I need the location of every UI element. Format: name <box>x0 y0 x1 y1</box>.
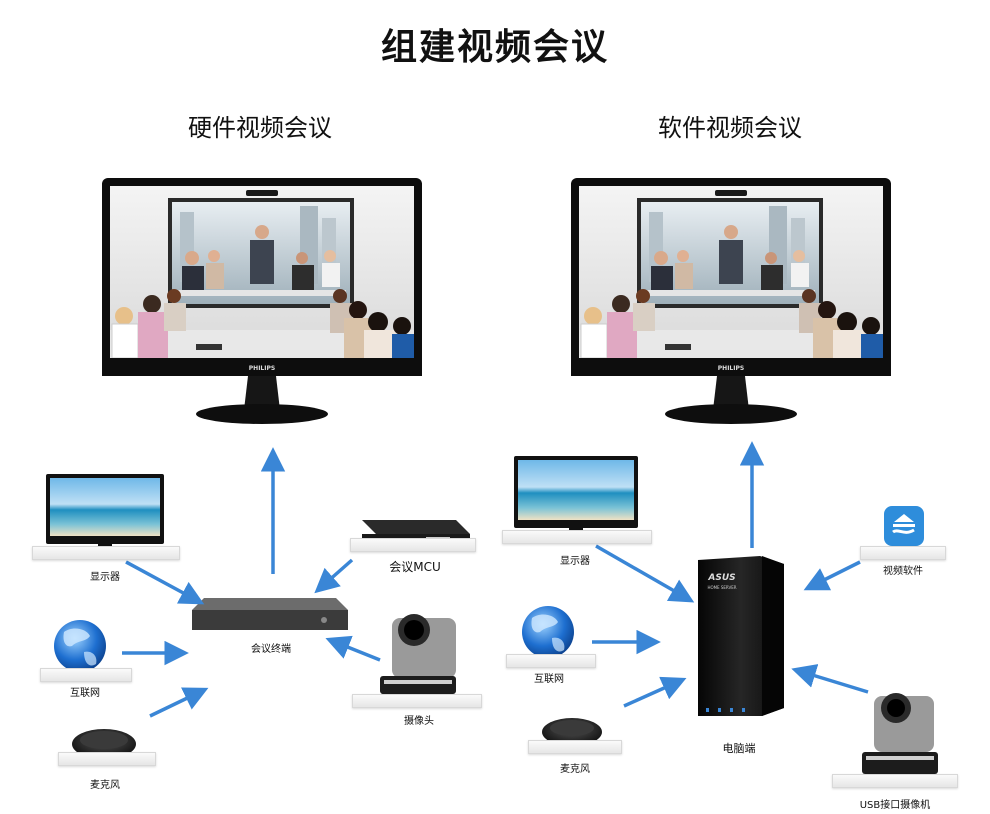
hardware-connection-arrows <box>122 447 381 718</box>
mic-shelf-right <box>528 740 622 754</box>
pc-model: HOME SERVER <box>707 585 736 590</box>
label-software-camera: USB接口摄像机 <box>859 800 931 811</box>
hardware-main-monitor <box>102 178 422 424</box>
display-shelf-right <box>502 530 652 544</box>
hardware-internet-globe <box>54 620 106 672</box>
software-camera-device <box>862 693 938 774</box>
arrow-mic-to-terminal <box>149 687 209 718</box>
label-hardware-display: 显示器 <box>90 572 120 583</box>
hardware-monitor-brand: PHILIPS <box>249 365 275 372</box>
software-internet-globe <box>522 606 574 658</box>
software-heading: 软件视频会议 <box>658 114 802 142</box>
software-main-monitor <box>571 178 891 424</box>
label-software-internet: 互联网 <box>534 674 564 685</box>
software-app-icon <box>884 506 924 546</box>
globe-shelf-right <box>506 654 596 668</box>
label-hardware-internet: 互联网 <box>70 688 100 699</box>
arrow-display-to-terminal <box>125 560 205 605</box>
label-pc: 电脑端 <box>722 742 756 755</box>
arrow-mcu-to-terminal <box>314 558 354 594</box>
hardware-heading: 硬件视频会议 <box>188 114 332 142</box>
software-microphone-device <box>542 718 602 746</box>
terminal-device <box>192 598 348 630</box>
camera-shelf-right <box>832 774 958 788</box>
software-display-device <box>514 456 638 535</box>
label-software-microphone: 麦克风 <box>560 764 590 775</box>
label-terminal: 会议终端 <box>251 644 291 655</box>
software-monitor-brand: PHILIPS <box>718 365 744 372</box>
label-software-display: 显示器 <box>560 556 590 567</box>
hardware-camera-device <box>380 614 456 694</box>
label-hardware-camera: 摄像头 <box>404 716 434 727</box>
arrow-camera-to-pc <box>791 664 869 694</box>
display-shelf-left <box>32 546 180 560</box>
label-mcu: 会议MCU <box>389 560 441 574</box>
arrow-camera-to-terminal <box>325 635 381 662</box>
mic-shelf-left <box>58 752 156 766</box>
hardware-display-device <box>46 474 164 551</box>
software-shelf <box>860 546 946 560</box>
label-software-app: 视频软件 <box>883 566 923 577</box>
diagram-title: 组建视频会议 <box>380 27 609 68</box>
pc-brand: ASUS <box>707 573 735 583</box>
software-connection-arrows <box>592 441 869 708</box>
mcu-shelf <box>350 538 476 552</box>
label-hardware-microphone: 麦克风 <box>90 780 120 791</box>
pc-tower-device <box>698 556 784 716</box>
camera-shelf-left <box>352 694 482 708</box>
hardware-microphone-device <box>72 729 136 759</box>
arrow-software-to-pc <box>803 560 861 591</box>
globe-shelf-left <box>40 668 132 682</box>
arrow-display-to-pc <box>595 544 695 603</box>
arrow-mic-to-pc <box>623 676 687 708</box>
